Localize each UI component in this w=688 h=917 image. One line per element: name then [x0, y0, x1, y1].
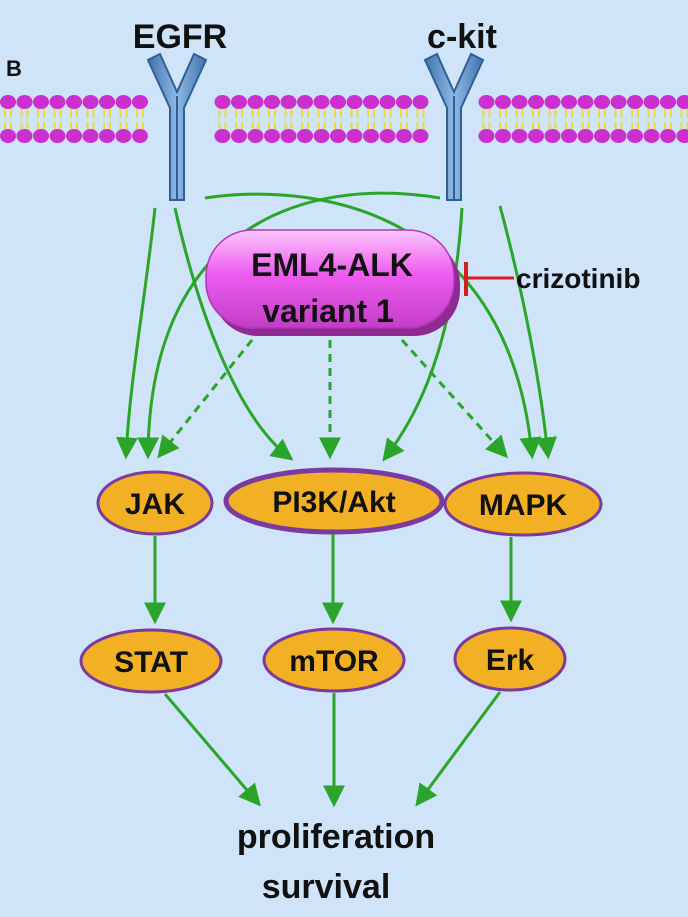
cell-membrane: [0, 95, 688, 143]
node-mtor: [262, 627, 406, 693]
outcome-line1: proliferation: [237, 818, 435, 856]
node-pi3k-label: PI3K/Akt: [272, 486, 395, 519]
egfr-label: EGFR: [133, 18, 227, 56]
panel-label: B: [6, 56, 22, 81]
node-stat: [79, 628, 223, 694]
fusion-line1: EML4-ALK: [251, 247, 413, 283]
fusion-line2: variant 1: [262, 293, 394, 329]
crizotinib-label: crizotinib: [516, 263, 640, 294]
node-pi3k: [223, 467, 445, 535]
arrow-ckit-mapk: [498, 205, 558, 460]
node-erk: [453, 626, 567, 692]
arrow-ckit-pi3k: [382, 207, 464, 462]
outcome-line2: survival: [262, 868, 391, 906]
arrow-egfr-jak: [115, 207, 157, 460]
node-stat-label: STAT: [114, 646, 188, 679]
outcome-arrows: [163, 691, 502, 808]
node-jak: [96, 470, 214, 536]
arrow-egfr-pi3k: [173, 207, 294, 461]
node-erk-label: Erk: [486, 644, 535, 677]
ckit-label: c-kit: [427, 18, 497, 56]
node-jak-label: JAK: [125, 488, 185, 521]
downstream-arrows: [144, 534, 522, 625]
eml4-alk-fusion: [205, 229, 460, 336]
fusion-arrows: [157, 338, 508, 460]
node-mtor-label: mTOR: [289, 645, 379, 678]
dash-arrow-jak: [157, 339, 254, 459]
ckit-receptor: [423, 52, 485, 201]
egfr-receptor: [146, 52, 208, 201]
node-mapk-label: MAPK: [479, 489, 568, 522]
node-mapk: [443, 471, 603, 537]
dash-arrow-mapk: [400, 338, 508, 459]
receptor-arrows: [115, 191, 558, 462]
crizotinib-inhibition: [464, 262, 514, 296]
